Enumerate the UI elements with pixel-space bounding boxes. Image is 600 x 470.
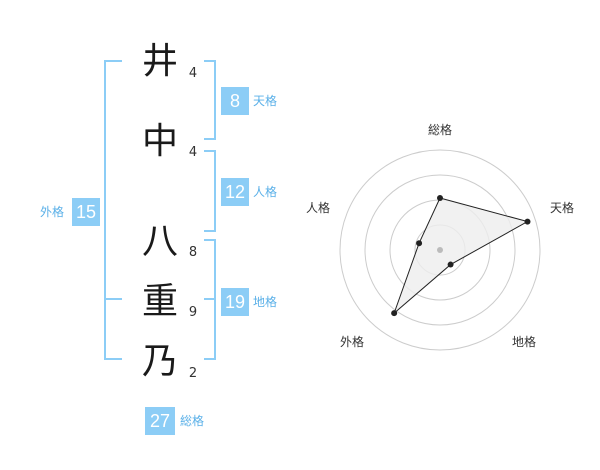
radar-polygon (393, 197, 529, 315)
radar-point-4 (391, 310, 398, 317)
stroke-count-1: 4 (188, 66, 198, 81)
radar-grid-ring-4 (339, 149, 541, 351)
stroke-count-2: 4 (188, 145, 198, 160)
tenkaku-bracket (204, 60, 216, 140)
radar-point-5 (416, 240, 423, 247)
name-char-5: 乃 (141, 341, 178, 382)
gaikaku-label: 外格 (40, 205, 65, 219)
name-char-1: 井 (141, 41, 178, 82)
stroke-count-5: 2 (188, 366, 198, 381)
gaikaku-bracket (104, 60, 122, 360)
gaikaku-bracket-tick (104, 298, 122, 300)
radar-axis-label-gaikaku: 外格 (340, 334, 364, 349)
chikaku-badge: 19 (221, 288, 249, 316)
radar-point-3 (447, 261, 454, 268)
tenkaku-badge: 8 (221, 87, 249, 115)
radar-grid-ring-3 (364, 174, 516, 326)
jinkaku-badge: 12 (221, 178, 249, 206)
name-char-2: 中 (141, 121, 178, 162)
jinkaku-bracket (204, 150, 216, 232)
radar-points (391, 195, 531, 317)
jinkaku-label: 人格 (253, 185, 278, 199)
radar-axis-label-soukaku: 総格 (428, 122, 452, 137)
stroke-count-3: 8 (188, 245, 198, 260)
chikaku-label: 地格 (253, 295, 278, 309)
stroke-count-4: 9 (188, 305, 198, 320)
radar-point-1 (437, 195, 443, 201)
radar-axis-label-tenkaku: 天格 (550, 200, 574, 215)
radar-point-2 (524, 218, 531, 225)
radar-center-dot (437, 247, 443, 253)
name-char-4: 重 (141, 281, 178, 322)
chikaku-bracket-tick (204, 298, 216, 300)
radar-axis-label-jinkaku: 人格 (306, 200, 330, 215)
gaikaku-badge: 15 (72, 198, 100, 226)
radar-axis-label-chikaku: 地格 (512, 334, 536, 349)
tenkaku-label: 天格 (253, 94, 278, 108)
soukaku-label: 総格 (180, 414, 205, 428)
soukaku-badge: 27 (145, 407, 175, 435)
name-char-3: 八 (141, 221, 178, 262)
